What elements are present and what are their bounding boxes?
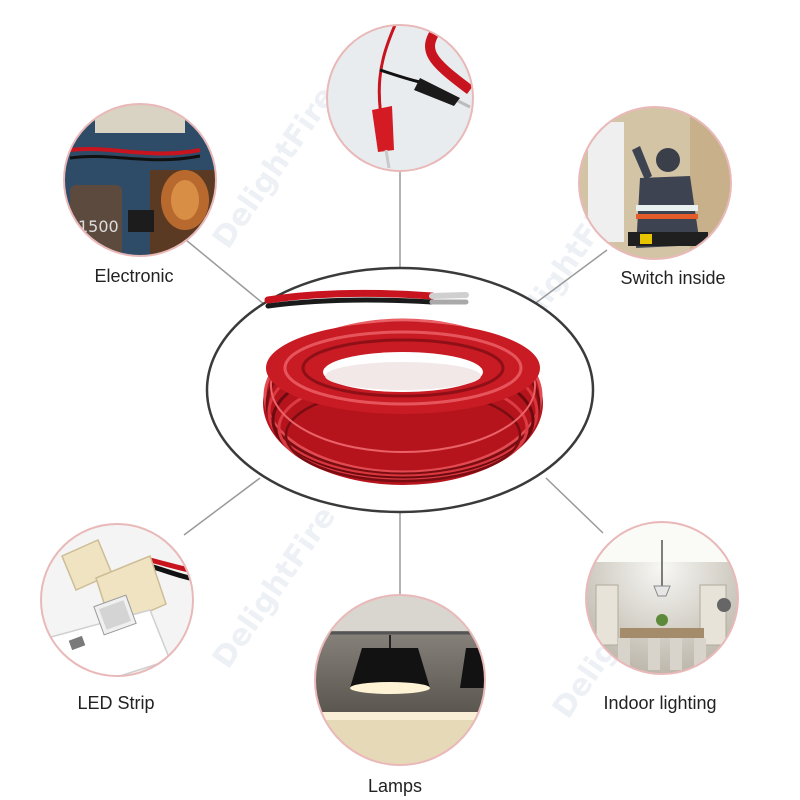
connector-lines <box>183 171 608 597</box>
wire-coil <box>263 289 543 485</box>
electrician-photo <box>579 107 731 259</box>
label-electronic: Electronic <box>94 266 174 286</box>
label-indoor-lighting: Indoor lighting <box>603 693 717 713</box>
label-led-strip: LED Strip <box>77 693 155 713</box>
label-lamps: Lamps <box>367 776 423 796</box>
svg-text:1500: 1500 <box>78 217 119 236</box>
electronic-board-photo: 1500 <box>64 104 216 256</box>
label-switch-inside: Switch inside <box>620 268 726 288</box>
alligator-clips-photo <box>372 25 473 169</box>
